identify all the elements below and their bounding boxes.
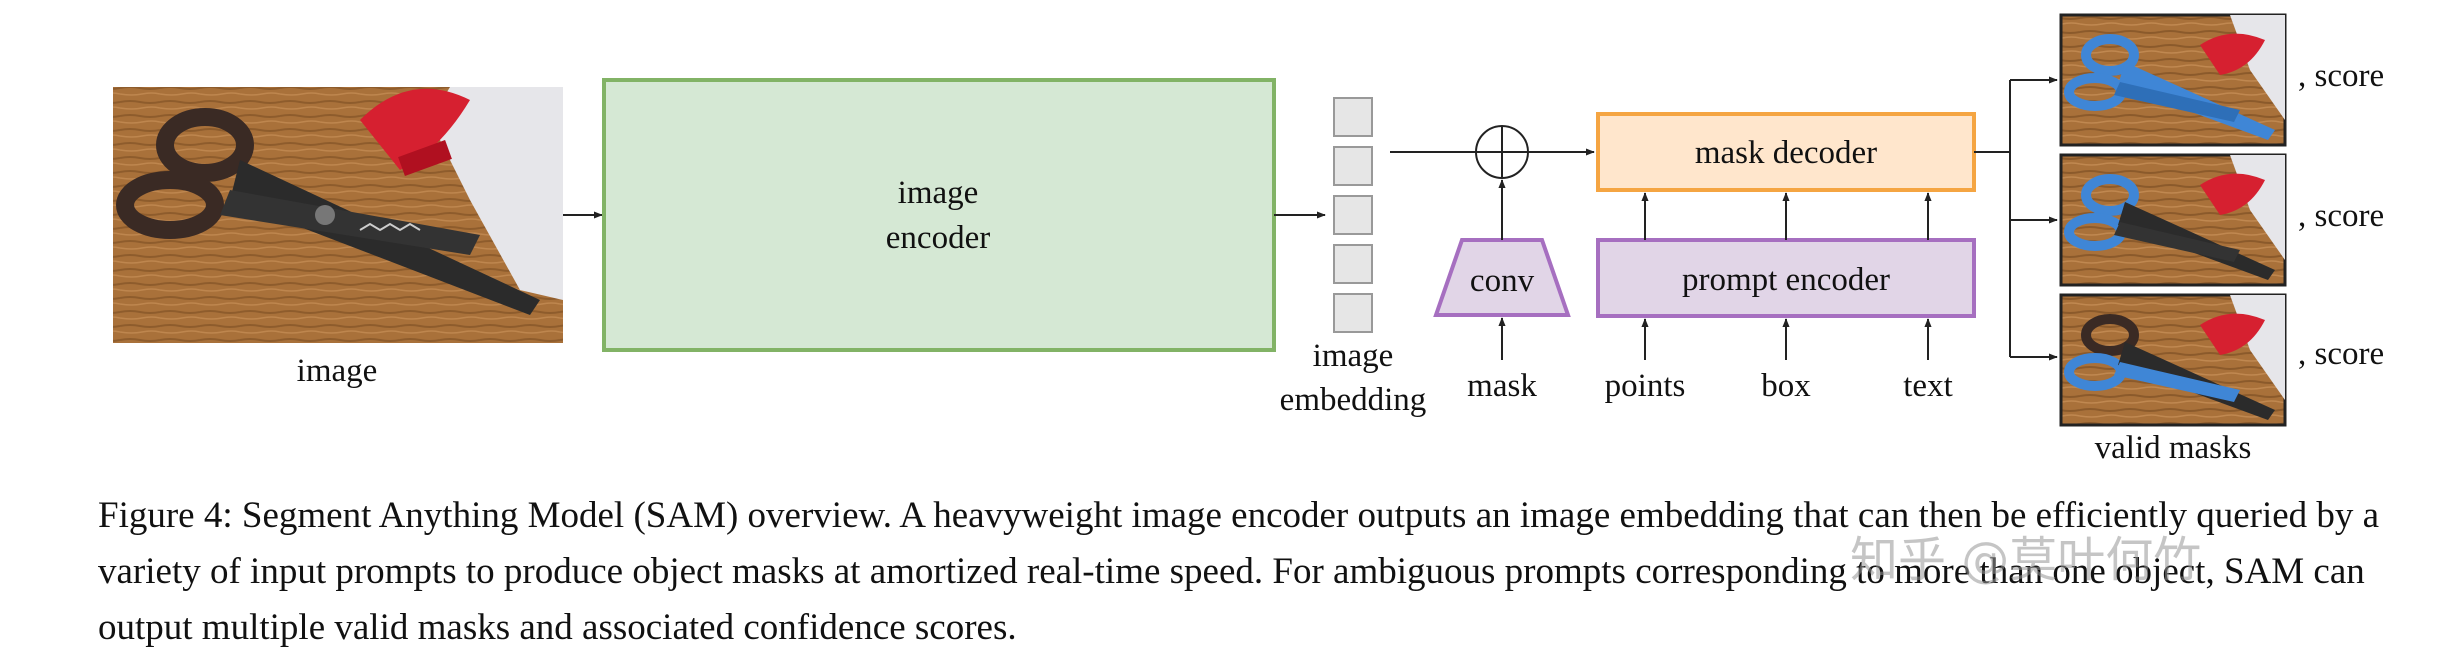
valid-mask-3 <box>2059 293 2287 427</box>
sum-operator-icon <box>1475 125 1529 179</box>
input-image <box>113 87 563 343</box>
prompt-encoder-label: prompt encoder <box>1682 262 1890 298</box>
conv-label: conv <box>1470 263 1535 299</box>
valid-mask-2 <box>2059 153 2287 287</box>
score-label-2: , score <box>2298 198 2384 234</box>
text-input-label: text <box>1903 368 1952 404</box>
paper-sheet <box>430 87 563 300</box>
image-encoder-label-2: encoder <box>886 220 990 256</box>
mask-decoder-label: mask decoder <box>1695 135 1877 171</box>
image-embedding-label-2: embedding <box>1280 382 1427 418</box>
image-encoder-label-1: image <box>898 175 979 211</box>
valid-mask-1 <box>2059 13 2287 147</box>
image-embedding-stack <box>1333 97 1373 333</box>
score-label-3: , score <box>2298 336 2384 372</box>
mask-decoder-box <box>1596 112 1976 192</box>
valid-masks-label: valid masks <box>2095 430 2252 466</box>
image-embedding-label-1: image <box>1313 338 1394 374</box>
mask-input-label: mask <box>1467 368 1537 404</box>
red-tape-dispenser <box>360 88 470 170</box>
box-input-label: box <box>1761 368 1811 404</box>
image-encoder-box <box>602 78 1276 352</box>
score-label-1: , score <box>2298 58 2384 94</box>
figure-caption: Figure 4: Segment Anything Model (SAM) o… <box>98 495 2380 648</box>
watermark: 知乎 @莫叶何竹 <box>1850 532 2202 588</box>
scissors-icon <box>116 108 540 315</box>
output-branches <box>1974 76 2058 361</box>
points-input-label: points <box>1605 368 1686 404</box>
conv-block <box>1433 238 1571 317</box>
input-image-label: image <box>297 353 378 389</box>
